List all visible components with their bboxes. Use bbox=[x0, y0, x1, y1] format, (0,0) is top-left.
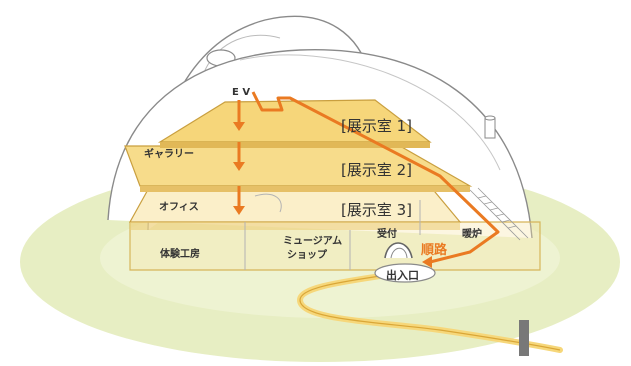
office-label: オフィス bbox=[159, 201, 199, 213]
room-1-label: [展示室 1] bbox=[341, 117, 412, 135]
chimney-top bbox=[484, 115, 496, 121]
gallery-label: ギャラリー bbox=[144, 147, 194, 160]
reception-desk-inner bbox=[390, 247, 408, 259]
dome-front-inner-arc bbox=[239, 54, 501, 171]
sign-post bbox=[519, 320, 529, 356]
floor-1-top-edge bbox=[160, 142, 430, 148]
walkway-edge bbox=[299, 271, 561, 351]
floor-2-gallery-edge bbox=[140, 186, 470, 192]
visitor-route-line bbox=[251, 91, 500, 264]
floor-3-office-side bbox=[130, 222, 460, 230]
interior-partitions bbox=[244, 193, 421, 270]
reception-label: 受付 bbox=[377, 227, 397, 240]
fireplace-label: 暖炉 bbox=[462, 227, 482, 240]
entrance-arch bbox=[374, 263, 436, 283]
staircase bbox=[469, 187, 529, 241]
room-3-label: [展示室 3] bbox=[341, 201, 412, 219]
elevator-route bbox=[233, 100, 245, 215]
chimney bbox=[484, 117, 496, 139]
room-2-label: [展示室 2] bbox=[341, 161, 412, 179]
museum-shop-label-line2: ショップ bbox=[287, 248, 328, 261]
visitor-route-arrowhead bbox=[422, 256, 432, 268]
ev-label: E V bbox=[232, 87, 250, 98]
museum-shop-label-line1: ミュージアム bbox=[283, 235, 342, 247]
entrance-label: 出入口 bbox=[386, 268, 419, 282]
route-label: 順路 bbox=[421, 242, 448, 258]
workshop-label: 体験工房 bbox=[160, 247, 200, 260]
